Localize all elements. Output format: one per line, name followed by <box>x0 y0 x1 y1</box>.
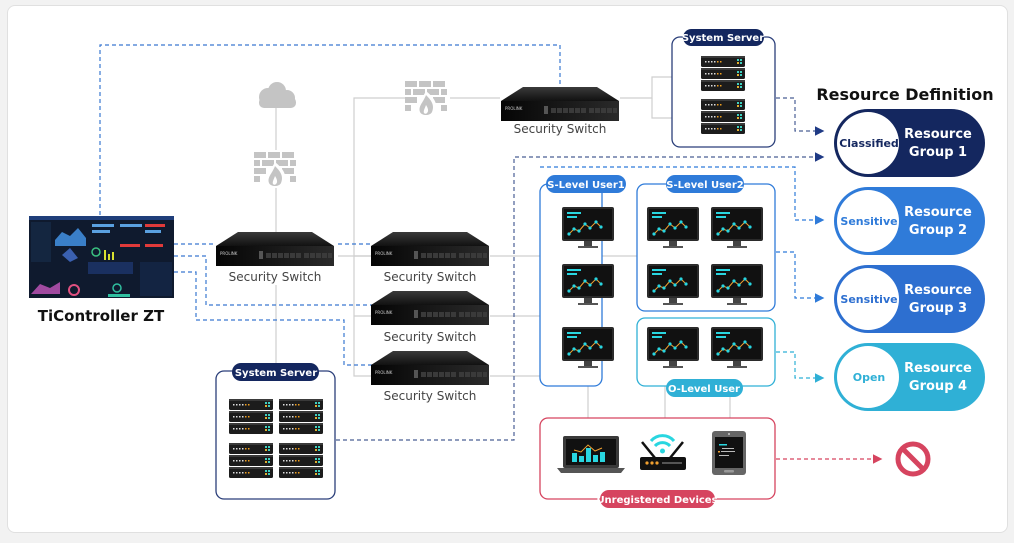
resource-definition-title: Resource Definition <box>816 85 993 104</box>
resource-group-number: Group 2 <box>909 223 967 238</box>
resource-group-name: Resource <box>904 127 972 142</box>
system-server-bottom-pill: System Server <box>232 363 319 381</box>
svg-text:System Server: System Server <box>235 368 317 379</box>
svg-text:O-Level User: O-Level User <box>668 384 740 395</box>
security-switch-mid1[interactable] <box>371 232 489 266</box>
resource-group-number: Group 3 <box>909 301 967 316</box>
s-level-user2-group[interactable] <box>636 183 776 312</box>
resource-group-name: Resource <box>904 283 972 298</box>
o-level-user-group[interactable] <box>636 317 776 387</box>
o-level-user-pill: O-Level User <box>666 379 743 397</box>
unregistered-devices-pill: Unregistered Devices <box>596 490 718 508</box>
resource-category-label: Open <box>853 371 886 384</box>
firewall-icon <box>254 152 296 188</box>
security-switch-mid2[interactable] <box>371 291 489 325</box>
switch-label: Security Switch <box>514 122 607 136</box>
cloud-icon <box>259 82 296 108</box>
ticontroller-dashboard[interactable] <box>29 216 174 298</box>
system-server-bottom[interactable] <box>215 370 336 500</box>
switch-label: Security Switch <box>384 389 477 403</box>
resource-group-name: Resource <box>904 361 972 376</box>
resource-category-label: Classified <box>839 137 899 150</box>
svg-text:Unregistered Devices: Unregistered Devices <box>596 495 717 506</box>
switch-label: Security Switch <box>229 270 322 284</box>
system-server-top[interactable] <box>671 36 776 148</box>
resource-group-number: Group 4 <box>909 379 967 394</box>
blocked-icon <box>895 441 931 477</box>
svg-text:System Server: System Server <box>682 33 764 44</box>
controller-label: TiController ZT <box>38 307 165 325</box>
wifi-router-icon <box>640 434 686 470</box>
resource-category-label: Sensitive <box>840 293 897 306</box>
s-level-user1-group[interactable] <box>539 183 615 387</box>
unregistered-devices-group[interactable] <box>539 417 776 500</box>
control-links <box>99 44 561 366</box>
svg-text:S-Level User1: S-Level User1 <box>547 180 625 191</box>
resource-category-label: Sensitive <box>840 215 897 228</box>
firewall-icon <box>405 81 447 117</box>
security-switch-mid3[interactable] <box>371 351 489 385</box>
s-level-user1-pill: S-Level User1 <box>546 175 626 193</box>
security-switch-top[interactable] <box>501 87 619 121</box>
switch-label: Security Switch <box>384 270 477 284</box>
switch-label: Security Switch <box>384 330 477 344</box>
svg-text:S-Level User2: S-Level User2 <box>666 180 744 191</box>
s-level-user2-pill: S-Level User2 <box>666 175 744 193</box>
security-switch-left[interactable] <box>216 232 334 266</box>
laptop-icon <box>557 436 625 473</box>
tablet-icon <box>712 431 746 475</box>
resource-group-name: Resource <box>904 205 972 220</box>
resource-group-number: Group 1 <box>909 145 967 160</box>
system-server-top-pill: System Server <box>682 29 764 46</box>
